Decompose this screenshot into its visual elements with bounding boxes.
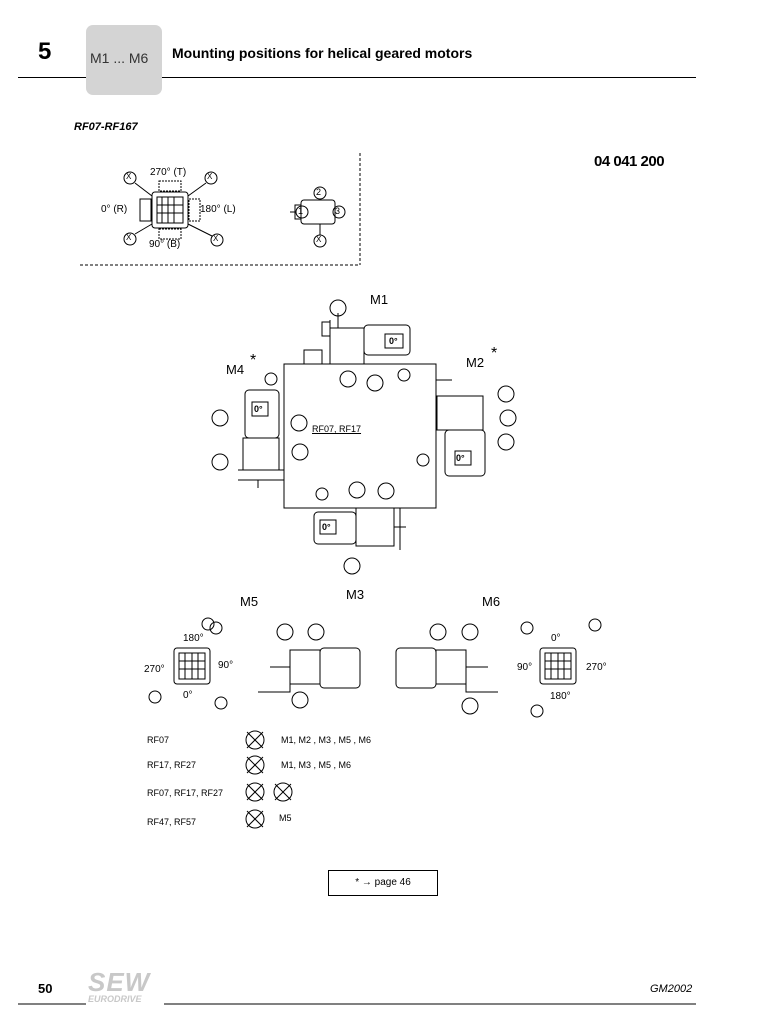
legend-size-label: RF17, RF27 bbox=[147, 760, 197, 770]
m5-angle-bottom: 0° bbox=[183, 690, 193, 701]
drawing-code: 04 041 200 bbox=[594, 153, 665, 170]
m6-angle-left: 90° bbox=[517, 662, 533, 673]
angle-top-label: 270° (T) bbox=[150, 167, 187, 178]
x-mark: X bbox=[316, 235, 322, 244]
m5-angle-right: 90° bbox=[218, 660, 234, 671]
box-angle-m2: 0° bbox=[456, 453, 465, 463]
position-m5-label: M5 bbox=[240, 594, 259, 609]
m6-angle-bottom: 180° bbox=[550, 691, 571, 702]
angle-bottom-label: 90° (B) bbox=[149, 239, 181, 250]
legend-positions: M5 bbox=[279, 813, 292, 823]
legend-size-label: RF07, RF17, RF27 bbox=[147, 788, 224, 798]
m5-angle-top: 180° bbox=[183, 633, 204, 644]
m5-angle-left: 270° bbox=[144, 664, 165, 675]
center-mount-label: RF07, RF17 bbox=[312, 424, 362, 434]
x-mark: X bbox=[213, 234, 219, 243]
chapter-tab-label: M1 ... M6 bbox=[90, 50, 149, 66]
x-mark: X bbox=[207, 172, 213, 181]
legend-size-label: RF07 bbox=[147, 735, 170, 745]
cable-entry-2: 2 bbox=[316, 187, 322, 197]
chapter-tab[interactable] bbox=[86, 25, 162, 95]
m6-angle-right: 270° bbox=[586, 662, 607, 673]
asterisk-m2: * bbox=[491, 345, 498, 362]
brand-logo: SEW EURODRIVE bbox=[88, 967, 151, 1004]
legend-positions: M1, M3 , M5 , M6 bbox=[281, 760, 352, 770]
cable-entry-1: 1 bbox=[298, 206, 304, 216]
m6-angle-top: 0° bbox=[551, 633, 561, 644]
page-reference-note[interactable]: * → page 46 bbox=[328, 870, 438, 896]
header-rule-left bbox=[18, 77, 86, 78]
position-m3-label: M3 bbox=[346, 587, 365, 602]
position-m4-label: M4 bbox=[226, 362, 245, 377]
box-angle-m3: 0° bbox=[322, 522, 331, 532]
brand-logo-bottom: EURODRIVE bbox=[88, 994, 142, 1004]
asterisk-m4: * bbox=[250, 352, 257, 369]
position-m2-label: M2 bbox=[466, 355, 485, 370]
brand-logo-top: SEW bbox=[88, 967, 151, 997]
page-title: Mounting positions for helical geared mo… bbox=[172, 45, 473, 61]
page-number: 50 bbox=[38, 981, 53, 996]
x-mark: X bbox=[126, 233, 132, 242]
x-mark: X bbox=[126, 172, 132, 181]
header-rule-right bbox=[162, 77, 696, 78]
cable-entry-3: 3 bbox=[335, 206, 341, 216]
legend-size-label: RF47, RF57 bbox=[147, 817, 197, 827]
position-m6-label: M6 bbox=[482, 594, 501, 609]
angle-left-label: 0° (R) bbox=[101, 204, 128, 215]
document-code: GM2002 bbox=[650, 983, 693, 995]
box-angle-m1: 0° bbox=[389, 336, 398, 346]
box-angle-m4: 0° bbox=[254, 404, 263, 414]
legend-positions: M1, M2 , M3 , M5 , M6 bbox=[281, 735, 372, 745]
position-m1-label: M1 bbox=[370, 292, 389, 307]
chapter-number: 5 bbox=[38, 38, 52, 65]
angle-right-label: 180° (L) bbox=[200, 204, 236, 215]
product-range: RF07-RF167 bbox=[74, 121, 138, 133]
